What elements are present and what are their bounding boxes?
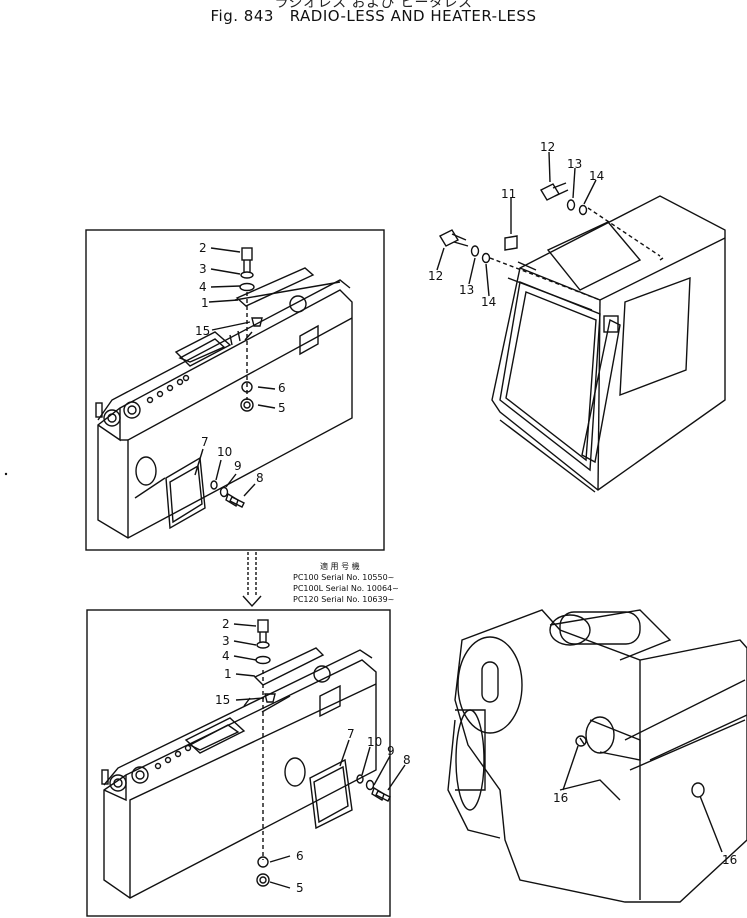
lower-hardware (255, 619, 276, 887)
lower-cover-plate (309, 758, 353, 830)
lower-callout-7: 7 (347, 727, 355, 741)
lower-panel: 2 3 4 1 15 7 10 9 8 6 5 (86, 609, 411, 917)
note-line-1: PC100 Serial No. 10550~ (293, 573, 394, 582)
upper-callout-7: 7 (201, 435, 209, 449)
lower-callout-10: 10 (367, 735, 382, 749)
lower-panel-frame (86, 609, 391, 917)
upper-callout-9: 9 (234, 459, 242, 473)
lower-callout-2: 2 (222, 617, 230, 631)
cab-callout-12-upper: 12 (540, 140, 555, 154)
upper-bracket (235, 267, 315, 307)
upper-callout-4: 4 (199, 280, 207, 294)
upper-panel-frame (85, 229, 385, 551)
japanese-title: ラジオレス および ヒータレス (274, 0, 473, 11)
engine-assembly (447, 609, 747, 903)
lower-console-drawing (101, 649, 377, 899)
operator-cab (489, 195, 726, 493)
cab-callout-13-upper: 13 (567, 157, 582, 171)
note-heading: 適 用 号 機 (320, 561, 360, 571)
applicability-note: 適 用 号 機 PC100 Serial No. 10550~ PC100L S… (293, 561, 399, 604)
lower-callout-6: 6 (296, 849, 304, 863)
lower-callout-3: 3 (222, 634, 230, 648)
upper-callout-2: 2 (199, 241, 207, 255)
figure-title: Fig. 843 RADIO-LESS AND HEATER-LESS (0, 7, 747, 25)
upper-panel: 2 3 4 1 15 6 5 7 10 9 8 (85, 229, 385, 551)
upper-console-drawing (95, 279, 353, 539)
cab-callout-11: 11 (501, 187, 516, 201)
upper-cover-plate (165, 456, 206, 530)
lower-bolt-8 (356, 774, 391, 802)
upper-bolt-8 (210, 480, 245, 508)
transition-arrow (242, 552, 262, 608)
cab-callout-14-upper: 14 (589, 169, 604, 183)
upper-callout-3: 3 (199, 262, 207, 276)
figure-number: Fig. 843 (210, 7, 274, 25)
lower-callout-8: 8 (403, 753, 411, 767)
upper-callout-1: 1 (201, 296, 209, 310)
lower-callout-9: 9 (387, 744, 395, 758)
upper-callout-5: 5 (278, 401, 286, 415)
note-line-3: PC120 Serial No. 10639~ (293, 595, 394, 604)
lower-callout-4: 4 (222, 649, 230, 663)
lower-bracket (253, 647, 325, 686)
note-line-2: PC100L Serial No. 10064~ (293, 584, 399, 593)
upper-hardware (239, 247, 263, 412)
engine-callout-16-right: 16 (722, 853, 737, 867)
figure-caption: RADIO-LESS AND HEATER-LESS (289, 7, 537, 25)
lower-callout-5: 5 (296, 881, 304, 895)
stray-dot (4, 472, 8, 476)
cab-hardware (439, 182, 588, 264)
cab-callout-13-lower: 13 (459, 283, 474, 297)
lower-callout-1: 1 (224, 667, 232, 681)
engine-plug-left (579, 737, 585, 745)
cab-callout-14-lower: 14 (481, 295, 496, 309)
upper-callout-6: 6 (278, 381, 286, 395)
engine-callout-16-left: 16 (553, 791, 568, 805)
upper-callout-10: 10 (217, 445, 232, 459)
upper-callout-15: 15 (195, 324, 210, 338)
cab-callout-12-lower: 12 (428, 269, 443, 283)
upper-callout-8: 8 (256, 471, 264, 485)
lower-callout-15: 15 (215, 693, 230, 707)
